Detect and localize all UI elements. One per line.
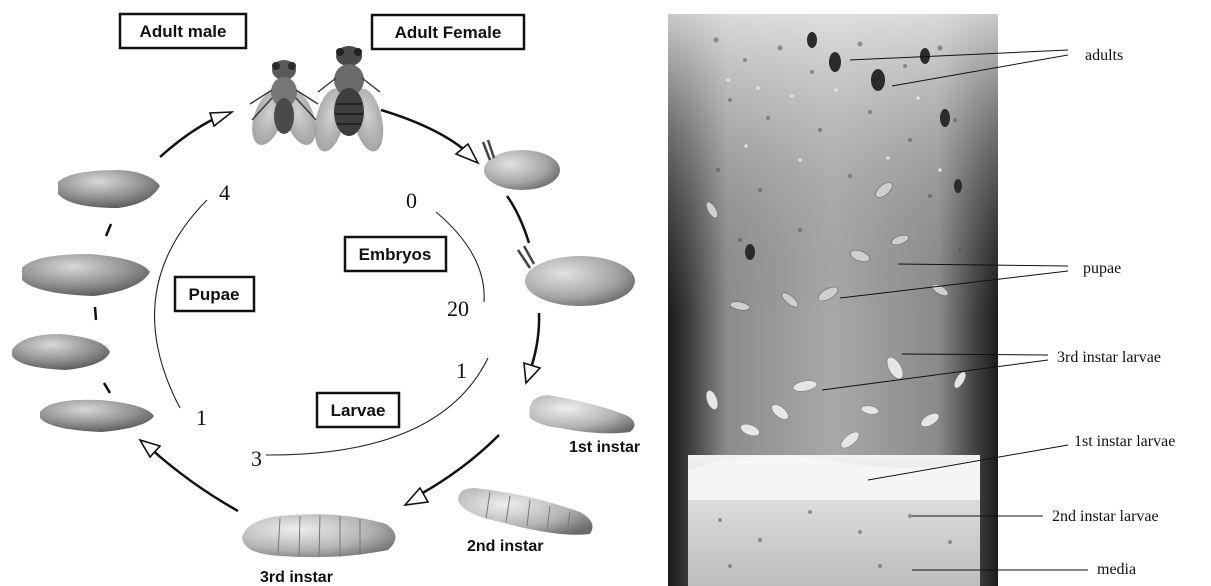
- embryo-day-end: 20: [447, 296, 469, 321]
- arrow-adult-to-embryo: [381, 110, 468, 153]
- adult-female-fly: [310, 46, 389, 154]
- embryo-day-start: 0: [406, 188, 417, 213]
- pupae-day-end: 4: [219, 180, 230, 205]
- pupae-label-box: Pupae: [175, 277, 254, 311]
- label-media: media: [1097, 561, 1136, 578]
- pupa-2: [22, 254, 150, 296]
- third-instar-larva: [242, 514, 396, 557]
- adult-male-fly: [246, 60, 322, 149]
- embryo-2: [518, 246, 635, 306]
- outer-cycle-arrows: [95, 110, 539, 511]
- arrowhead-adult: [210, 112, 232, 126]
- arrow-embryo-to-embryo: [507, 196, 529, 243]
- embryos-label: Embryos: [359, 245, 432, 264]
- third-instar-label: 3rd instar: [260, 569, 333, 586]
- embryo-1: [483, 140, 560, 190]
- label-1st-instar-larvae: 1st instar larvae: [1074, 433, 1175, 450]
- second-instar-larva: [458, 488, 592, 535]
- arrow-3rd-instar-to-pupa: [150, 448, 238, 511]
- label-pupae: pupae: [1083, 260, 1121, 277]
- pupa-4: [40, 400, 154, 432]
- second-instar-label: 2nd instar: [467, 538, 543, 555]
- arrowhead-larva: [524, 363, 540, 383]
- pupae-label: Pupae: [188, 285, 239, 304]
- adult-female-label-box: Adult Female: [372, 15, 524, 49]
- adult-female-label: Adult Female: [395, 23, 502, 42]
- first-instar-larva: [529, 395, 634, 433]
- segment-pupa-3: [104, 383, 110, 393]
- larvae-label: Larvae: [331, 401, 386, 420]
- life-cycle-diagram: 0 20 1 3 1 4 Adult male Adult Female Emb…: [12, 14, 640, 586]
- label-3rd-instar-larvae: 3rd instar larvae: [1057, 349, 1161, 366]
- embryos-label-box: Embryos: [345, 237, 446, 271]
- arrow-larva-to-3rd-instar: [419, 435, 499, 495]
- larvae-day-start: 1: [456, 358, 467, 383]
- pupa-3: [12, 334, 110, 370]
- vial-photo: adults pupae 3rd instar larvae 1st insta…: [668, 14, 1175, 586]
- segment-pupa-1: [106, 224, 111, 236]
- first-instar-label: 1st instar: [569, 439, 640, 456]
- arrow-pupae-to-adult: [160, 117, 218, 157]
- pupa-1: [58, 170, 160, 208]
- pupae-day-start: 1: [196, 405, 207, 430]
- larvae-day-end: 3: [251, 446, 262, 471]
- segment-pupa-2: [95, 307, 96, 320]
- adult-male-label: Adult male: [140, 22, 227, 41]
- label-adults: adults: [1085, 47, 1123, 64]
- larvae-label-box: Larvae: [317, 393, 399, 427]
- arrow-embryo-to-larva: [531, 313, 539, 368]
- adult-male-label-box: Adult male: [120, 14, 246, 48]
- label-2nd-instar-larvae: 2nd instar larvae: [1052, 508, 1159, 525]
